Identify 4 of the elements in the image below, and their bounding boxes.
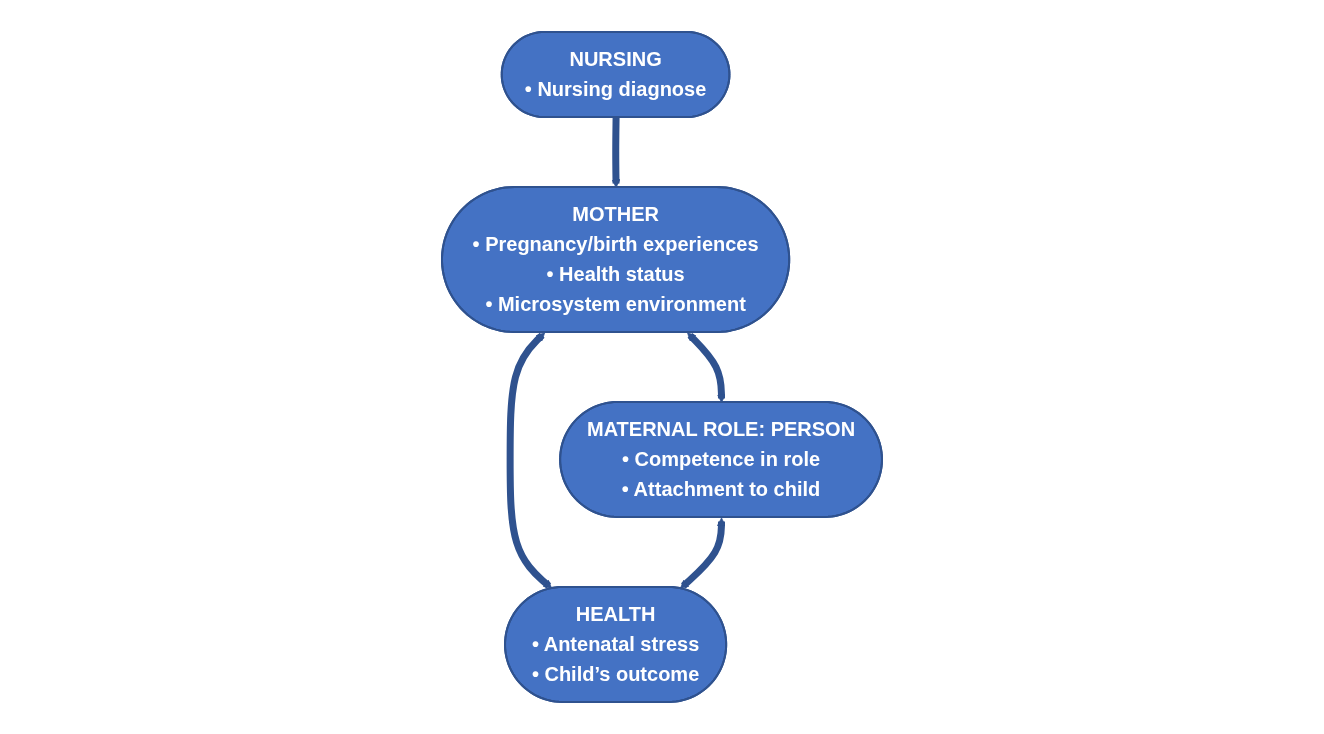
arrow xyxy=(506,332,553,589)
arrow xyxy=(687,332,726,403)
arrow xyxy=(680,517,726,589)
arrow xyxy=(611,117,621,188)
